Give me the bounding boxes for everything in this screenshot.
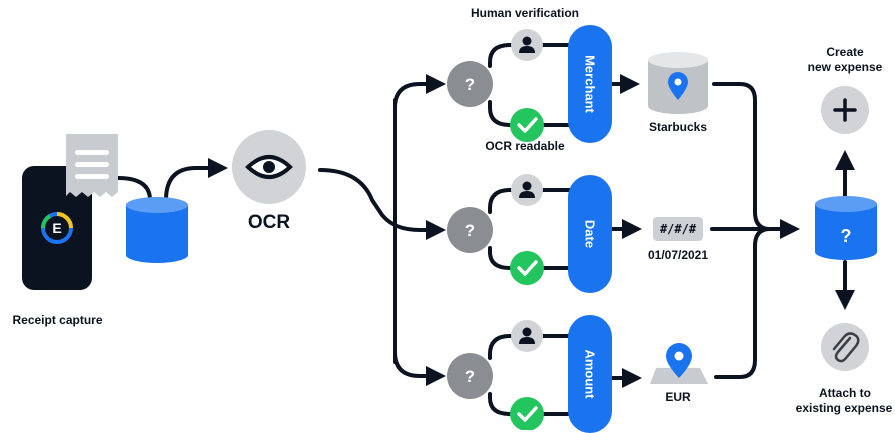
merchant-to-hub-connector	[712, 82, 772, 231]
merchant-check-badge	[510, 108, 544, 142]
date-format-chip: #/#/#	[653, 217, 703, 241]
amount-loop	[488, 334, 592, 416]
location-pin-icon	[650, 343, 708, 384]
receipt-to-db-connector	[116, 176, 152, 202]
split-to-amount-connector	[393, 350, 446, 386]
paperclip-icon	[821, 323, 869, 371]
date-field-pill: Date	[568, 175, 612, 293]
ocr-readable-label: OCR readable	[485, 139, 565, 153]
date-decision-circle	[447, 207, 493, 253]
ocr-label: OCR	[247, 212, 291, 233]
create-expense-label-line2: new expense	[807, 60, 883, 74]
merchant-decision-circle	[447, 61, 493, 107]
merchant-field-pill: Merchant	[568, 25, 612, 143]
attach-expense-label-line1: Attach to	[819, 386, 871, 400]
amount-decision-circle	[447, 353, 493, 399]
eye-icon	[245, 155, 293, 179]
date-person-badge	[511, 174, 543, 206]
merchant-loop	[488, 43, 592, 127]
date-decision-mark: ?	[465, 221, 475, 240]
date-field-label: Date	[582, 219, 598, 249]
merchant-decision-mark: ?	[465, 75, 475, 94]
db-to-ocr-connector	[164, 158, 228, 202]
human-verification-label: Human verification	[470, 6, 580, 20]
amount-decision-mark: ?	[465, 367, 475, 386]
date-loop	[488, 188, 592, 270]
plus-icon	[821, 86, 869, 134]
hub-database-icon	[815, 196, 877, 260]
app-logo-letter: E	[52, 220, 61, 236]
split-to-merchant-connector	[393, 74, 446, 110]
amount-person-badge	[511, 320, 543, 352]
merchant-person-badge	[511, 29, 543, 61]
hub-mark: ?	[841, 226, 852, 246]
ocr-to-split-connector	[318, 168, 446, 240]
database-icon	[126, 197, 188, 263]
date-check-badge	[510, 251, 544, 285]
amount-field-pill: Amount	[568, 315, 612, 433]
attach-expense-label-line2: existing expense	[795, 401, 893, 415]
merchant-field-label: Merchant	[582, 55, 598, 113]
receipt-capture-label: Receipt capture	[12, 313, 103, 327]
create-expense-label-line1: Create	[826, 45, 864, 59]
database-location-icon	[648, 52, 708, 114]
amount-check-badge	[510, 397, 544, 430]
date-result-label: 01/07/2021	[647, 248, 709, 262]
amount-field-label: Amount	[582, 349, 598, 399]
merchant-result-label: Starbucks	[648, 120, 708, 134]
amount-result-label: EUR	[665, 390, 691, 404]
